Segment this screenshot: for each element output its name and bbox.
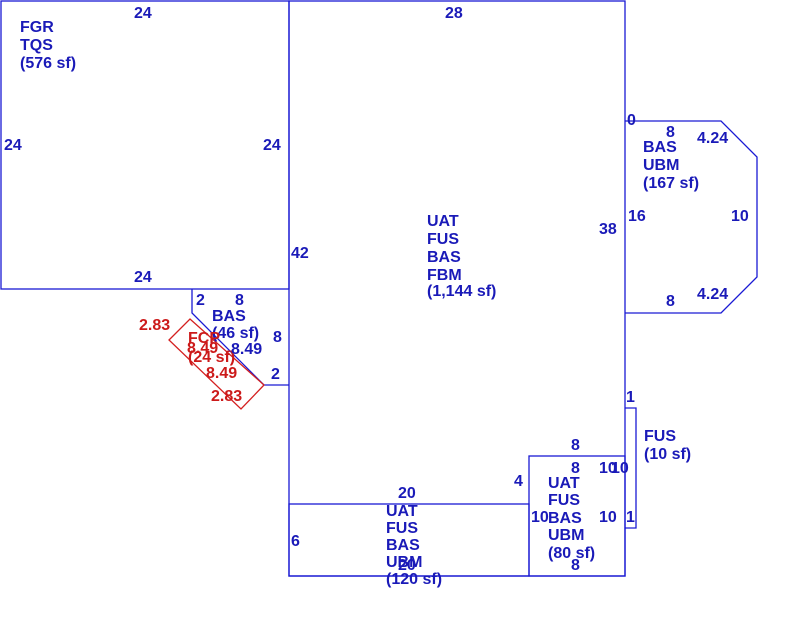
small-bas-outline (191, 289, 289, 386)
svg-text:BAS: BAS (427, 249, 461, 266)
dim-label: 2.83 (139, 317, 170, 334)
dim-label: 4.24 (697, 286, 728, 303)
svg-text:FUS: FUS (548, 492, 580, 509)
dim-label: 8 (571, 557, 580, 574)
dim-label: 0 (627, 112, 636, 129)
ubm-120-outline (288, 503, 530, 577)
dim-label: 2 (196, 292, 205, 309)
dim-label: 20 (398, 557, 416, 574)
bay-outline (625, 120, 758, 314)
svg-text:FUS: FUS (386, 520, 418, 537)
svg-text:(167 sf): (167 sf) (643, 175, 699, 192)
dim-label: 8 (571, 460, 580, 477)
dim-label: 42 (291, 245, 309, 262)
dim-label: 4.24 (697, 130, 728, 147)
dim-label: 28 (445, 5, 463, 22)
svg-text:UAT: UAT (548, 475, 580, 492)
dim-label: 8.49 (231, 341, 262, 358)
dim-label: 24 (134, 269, 152, 286)
dim-label: 24 (4, 137, 22, 154)
svg-text:UBM: UBM (548, 527, 584, 544)
dim-label: 10 (611, 460, 629, 477)
dim-label: 4 (514, 473, 523, 490)
dim-label: 1 (626, 389, 635, 406)
dim-label: 10 (731, 208, 749, 225)
svg-text:FGR: FGR (20, 19, 54, 36)
svg-text:(46 sf): (46 sf) (212, 325, 259, 342)
dim-label: 38 (599, 221, 617, 238)
svg-text:TQS: TQS (20, 37, 53, 54)
main-label: UAT FUS BAS FBM (1,144 sf) (427, 213, 496, 300)
porch-label: FCP (24 sf) (188, 330, 235, 366)
dim-label: 8 (273, 329, 282, 346)
svg-text:BAS: BAS (643, 139, 677, 156)
dim-label: 10 (531, 509, 549, 526)
dim-label: 10 (599, 460, 617, 477)
dim-label: 8 (571, 437, 580, 454)
dim-label: 20 (398, 485, 416, 502)
svg-text:UBM: UBM (643, 157, 679, 174)
garage-label: FGR TQS (576 sf) (20, 19, 76, 72)
svg-text:BAS: BAS (386, 537, 420, 554)
dim-label: 24 (134, 5, 152, 22)
svg-text:(24 sf): (24 sf) (188, 349, 235, 366)
svg-text:UBM: UBM (386, 554, 422, 571)
dim-label: 16 (628, 208, 646, 225)
dim-label: 6 (291, 533, 300, 550)
dim-label: 24 (263, 137, 281, 154)
ubm-80-label: UAT FUS BAS UBM (80 sf) (548, 475, 595, 562)
dim-label: 8.49 (206, 365, 237, 382)
fus-small-label: FUS (10 sf) (644, 428, 691, 463)
dim-label: 2 (271, 366, 280, 383)
svg-text:BAS: BAS (548, 510, 582, 527)
dim-label: 1 (626, 509, 635, 526)
ubm-120-label: UAT FUS BAS UBM (120 sf) (386, 503, 442, 588)
dim-label: 8.49 (187, 340, 218, 357)
dim-label: 8 (235, 292, 244, 309)
dim-label: 2.83 (211, 388, 242, 405)
svg-text:FUS: FUS (644, 428, 676, 445)
small-bas-label: BAS (46 sf) (212, 308, 259, 342)
svg-text:(10 sf): (10 sf) (644, 446, 691, 463)
svg-text:UAT: UAT (427, 213, 459, 230)
porch-outline (168, 318, 265, 410)
svg-text:FCP: FCP (188, 330, 220, 347)
svg-text:(120 sf): (120 sf) (386, 571, 442, 588)
fus-small-outline (625, 407, 637, 529)
svg-text:BAS: BAS (212, 308, 246, 325)
dim-label: 10 (599, 509, 617, 526)
svg-text:FBM: FBM (427, 267, 462, 284)
svg-text:FUS: FUS (427, 231, 459, 248)
bay-label: BAS UBM (167 sf) (643, 139, 699, 192)
svg-text:(576 sf): (576 sf) (20, 55, 76, 72)
svg-text:UAT: UAT (386, 503, 418, 520)
svg-text:(80 sf): (80 sf) (548, 545, 595, 562)
svg-text:(1,144 sf): (1,144 sf) (427, 283, 496, 300)
dim-label: 8 (666, 124, 675, 141)
dim-label: 8 (666, 293, 675, 310)
